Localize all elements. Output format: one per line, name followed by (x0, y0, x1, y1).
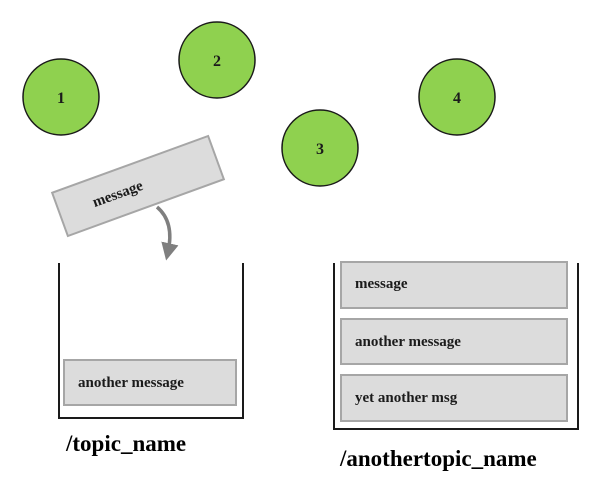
node-1-label: 1 (57, 90, 65, 107)
topic-container-left (58, 263, 244, 419)
node-2: 2 (178, 21, 256, 99)
right-message-1-label: message (355, 276, 408, 292)
node-4: 4 (418, 58, 496, 136)
node-4-circle (418, 58, 496, 136)
right-message-2-box (340, 318, 568, 365)
drop-arrow-icon (155, 205, 179, 261)
node-2-circle (178, 21, 256, 99)
right-message-2-label: another message (355, 334, 461, 350)
node-3-label: 3 (316, 141, 324, 158)
node-2-label: 2 (213, 53, 221, 70)
right-message-2: another message (340, 318, 568, 365)
in-flight-message-box (50, 134, 226, 238)
topic-container-right (333, 263, 579, 430)
right-message-3-label: yet another msg (355, 390, 458, 406)
right-message-3: yet another msg (340, 374, 568, 422)
left-message-1-box (63, 359, 237, 406)
left-message-1-label: another message (78, 375, 184, 391)
right-message-1-box (340, 261, 568, 309)
node-1-circle (22, 58, 100, 136)
right-message-1: message (340, 261, 568, 309)
node-3: 3 (281, 109, 359, 187)
node-1: 1 (22, 58, 100, 136)
in-flight-message: message (50, 134, 226, 238)
node-4-label: 4 (453, 90, 461, 107)
topic-title-left: /topic_name (65, 431, 186, 456)
right-message-3-box (340, 374, 568, 422)
left-message-1: another message (63, 359, 237, 406)
node-3-circle (281, 109, 359, 187)
topic-title-right: /anothertopic_name (339, 446, 537, 471)
